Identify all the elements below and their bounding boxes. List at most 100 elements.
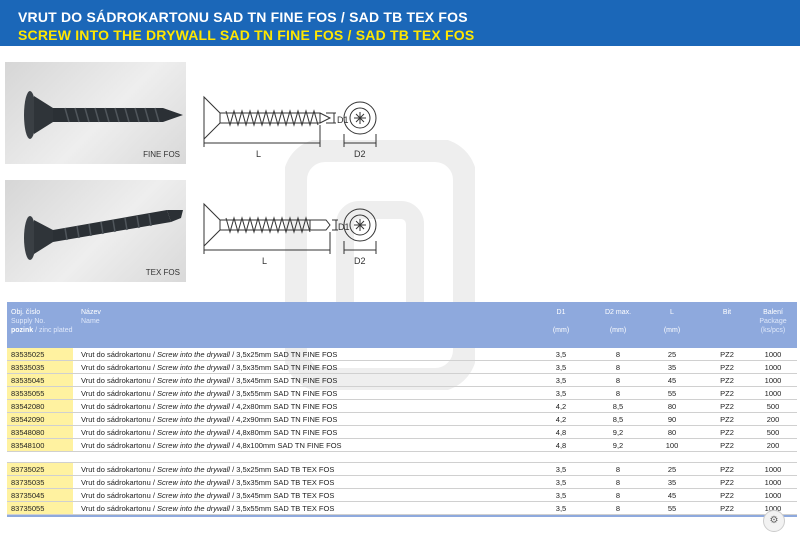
cell-pack: 1000 [764,491,782,500]
cell-name: Vrut do sádrokartonu / Screw into the dr… [81,426,337,439]
label-l: L [262,256,267,266]
drawing-tex-fos: D1 L D2 [203,202,377,266]
cell-d1: 4,2 [555,402,567,411]
cell-l: 35 [667,478,677,487]
cell-pack: 500 [766,428,780,437]
gear-icon[interactable]: ⚙ [763,510,785,532]
cell-d1: 3,5 [555,465,567,474]
table-row: 83548080 Vrut do sádrokartonu / Screw int… [7,426,797,439]
header-d1-unit: (mm) [552,327,570,334]
cell-bit: PZ2 [720,415,734,424]
cell-name-cz: Vrut do sádrokartonu / [81,350,155,359]
cell-bit: PZ2 [720,428,734,437]
cell-bit: PZ2 [720,350,734,359]
header-l-label: L [670,309,674,316]
cell-d2: 9,2 [612,428,624,437]
cell-bit: PZ2 [720,504,734,513]
cell-l: 25 [667,350,677,359]
cell-name: Vrut do sádrokartonu / Screw into the dr… [81,361,337,374]
header-pack-sub2: (ks/pcs) [760,327,786,334]
cell-bit: PZ2 [720,478,734,487]
cell-code: 83735045 [7,489,73,501]
cell-name-cz: Vrut do sádrokartonu / [81,441,155,450]
header-name: Název Name [81,308,101,326]
cell-name-en: Screw into the drywall [157,389,230,398]
photo-label: TEX FOS [145,268,180,277]
cell-pack: 1000 [764,363,782,372]
cell-name-cz: Vrut do sádrokartonu / [81,363,155,372]
cell-d2: 9,2 [612,441,624,450]
header-d2-label: D2 max. [604,309,632,316]
cell-name-spec: / 3,5x45mm SAD TN FINE FOS [232,376,338,385]
label-d2: D2 [354,256,366,266]
cell-l: 100 [665,441,679,450]
cell-code: 83735025 [7,463,73,475]
screw-photo-tex-fos [24,210,183,260]
header-d2-unit: (mm) [609,327,627,334]
cell-d2: 8,5 [612,402,624,411]
cell-d1: 3,5 [555,363,567,372]
cell-pack: 1000 [764,478,782,487]
cell-name-spec: / 4,2x90mm SAD TN FINE FOS [232,415,338,424]
cell-d2: 8 [615,478,621,487]
cell-code: 83542080 [7,400,73,412]
cell-d1: 3,5 [555,376,567,385]
cell-d2: 8,5 [612,415,624,424]
cell-name-en: Screw into the drywall [157,478,230,487]
header-bit-label: Bit [722,309,732,316]
cell-bit: PZ2 [720,363,734,372]
cell-d1: 4,8 [555,441,567,450]
cell-name: Vrut do sádrokartonu / Screw into the dr… [81,413,337,426]
cell-pack: 1000 [764,389,782,398]
cell-l: 90 [667,415,677,424]
cell-l: 55 [667,504,677,513]
header-d2: D2 max. (mm) [598,308,638,335]
header-bit: Bit [707,308,747,317]
cell-pack: 1000 [764,465,782,474]
header-d1-label: D1 [556,309,566,316]
cell-name: Vrut do sádrokartonu / Screw into the dr… [81,439,342,452]
cell-d2: 8 [615,376,621,385]
cell-code: 83535025 [7,348,73,360]
title-czech: VRUT DO SÁDROKARTONU SAD TN FINE FOS / S… [18,9,468,25]
cell-d2: 8 [615,350,621,359]
drawing-fine-fos: D1 L D2 [203,95,377,159]
cell-name: Vrut do sádrokartonu / Screw into the dr… [81,400,337,413]
cell-pack: 1000 [764,376,782,385]
cell-name: Vrut do sádrokartonu / Screw into the dr… [81,502,334,515]
cell-name-cz: Vrut do sádrokartonu / [81,428,155,437]
cell-name: Vrut do sádrokartonu / Screw into the dr… [81,348,337,361]
cell-name-cz: Vrut do sádrokartonu / [81,402,155,411]
cell-d2: 8 [615,389,621,398]
cell-code: 83548080 [7,426,73,438]
photo-tex-fos: TEX FOS [5,180,186,282]
table-row: 83542080 Vrut do sádrokartonu / Screw int… [7,400,797,413]
cell-name-en: Screw into the drywall [157,376,230,385]
cell-name-cz: Vrut do sádrokartonu / [81,389,155,398]
cell-l: 45 [667,376,677,385]
header-pack-sub1: Package [759,318,787,325]
header-code-zinc-cz: pozink [11,327,34,334]
cell-d1: 4,8 [555,428,567,437]
cell-bit: PZ2 [720,491,734,500]
cell-name-spec: / 3,5x25mm SAD TB TEX FOS [232,465,335,474]
page-header: VRUT DO SÁDROKARTONU SAD TN FINE FOS / S… [0,0,800,46]
cell-pack: 500 [766,402,780,411]
cell-d2: 8 [615,465,621,474]
cell-name-spec: / 4,8x100mm SAD TN FINE FOS [232,441,342,450]
cell-name-en: Screw into the drywall [157,415,230,424]
cell-pack: 1000 [764,350,782,359]
cell-name-en: Screw into the drywall [157,428,230,437]
label-d1: D1 [338,222,350,232]
table-header: Obj. číslo Supply No. pozink / zinc plat… [7,302,797,348]
product-table: Obj. číslo Supply No. pozink / zinc plat… [7,302,797,517]
cell-l: 80 [667,428,677,437]
